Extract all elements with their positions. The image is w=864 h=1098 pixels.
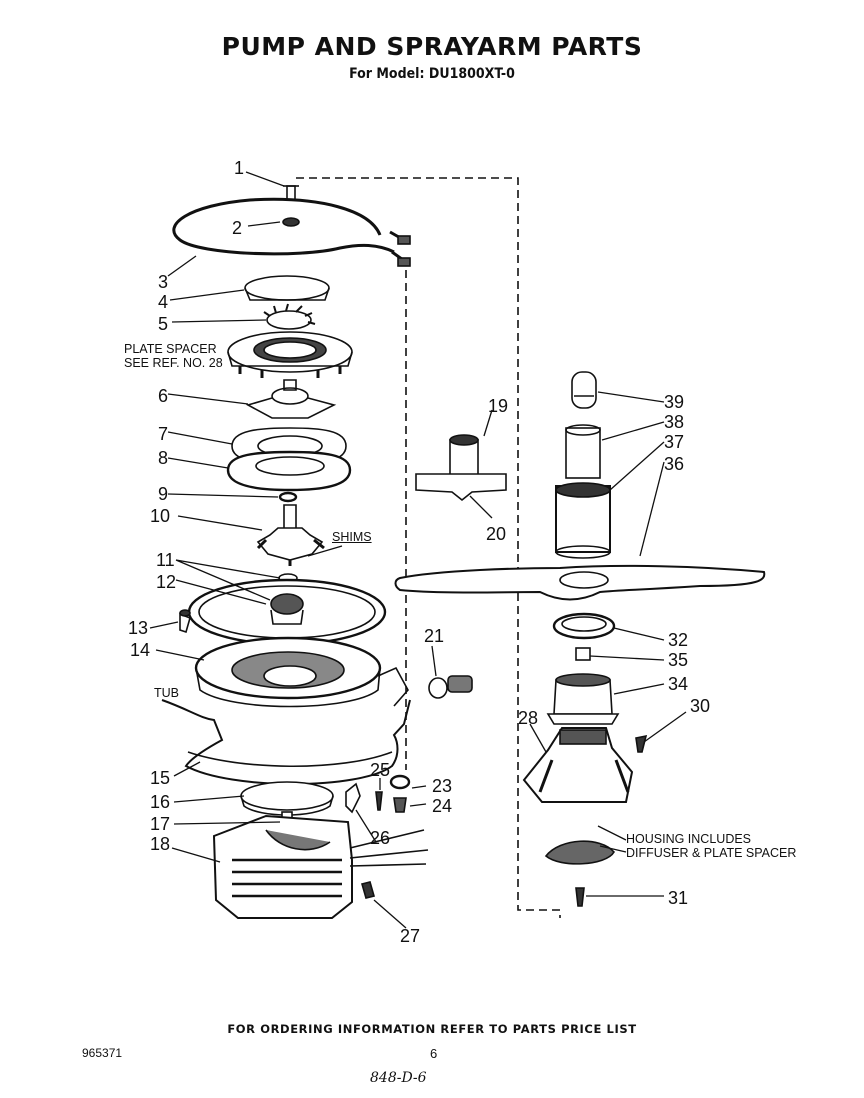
callout-9: 9 — [158, 484, 168, 504]
callout-37: 37 — [664, 432, 684, 452]
page-title: PUMP AND SPRAYARM PARTS — [221, 32, 643, 61]
part-36-37 — [555, 482, 611, 559]
callout-32: 32 — [668, 630, 688, 650]
callout-4: 4 — [158, 292, 168, 312]
callout-numbers: 1 2 3 4 5 6 7 8 9 10 11 12 13 14 15 16 1… — [128, 158, 710, 946]
callout-30: 30 — [690, 696, 710, 716]
part-clamp-21 — [428, 675, 473, 699]
model-subtitle: For Model: DU1800XT-0 — [349, 66, 515, 82]
part-6 — [245, 379, 337, 419]
callout-23: 23 — [432, 776, 452, 796]
callout-26: 26 — [370, 828, 390, 848]
part-screw-25 — [375, 791, 383, 811]
callout-38: 38 — [664, 412, 684, 432]
assembly-line-right — [296, 177, 561, 918]
callout-6: 6 — [158, 386, 168, 406]
shims-label: SHIMS — [332, 530, 372, 544]
callout-36: 36 — [664, 454, 684, 474]
callout-8: 8 — [158, 448, 168, 468]
part-plate-spacer — [227, 331, 353, 378]
part-bracket-26 — [345, 782, 361, 814]
plate-spacer-line1: PLATE SPACER — [124, 342, 217, 356]
ordering-info: FOR ORDERING INFORMATION REFER TO PARTS … — [227, 1022, 637, 1036]
callout-19: 19 — [488, 396, 508, 416]
callout-21: 21 — [424, 626, 444, 646]
leader-lines — [149, 171, 687, 929]
part-32 — [552, 612, 616, 640]
callout-25: 25 — [370, 760, 390, 780]
callout-34: 34 — [668, 674, 688, 694]
plate-spacer-line2: SEE REF. NO. 28 — [124, 356, 223, 370]
callout-28: 28 — [518, 708, 538, 728]
callout-5: 5 — [158, 314, 168, 334]
part-grommet-23 — [389, 774, 411, 790]
housing-line2: DIFFUSER & PLATE SPACER — [626, 846, 797, 860]
callout-35: 35 — [668, 650, 688, 670]
callout-20: 20 — [486, 524, 506, 544]
callout-17: 17 — [150, 814, 170, 834]
callout-1: 1 — [234, 158, 244, 178]
part-diffuser — [544, 840, 615, 865]
callout-3: 3 — [158, 272, 168, 292]
callout-31: 31 — [668, 888, 688, 908]
handwritten-note: 848-D-6 — [370, 1070, 427, 1086]
plate-spacer-note: PLATE SPACER SEE REF. NO. 28 — [124, 342, 223, 370]
part-seal-ring-11-12 — [187, 573, 387, 646]
motor-wires — [349, 829, 429, 867]
callout-39: 39 — [664, 392, 684, 412]
part-shaft-10 — [256, 504, 325, 566]
part-heating-element-3 — [172, 197, 395, 256]
part-lower-sprayarm — [394, 564, 766, 601]
part-screw-13 — [179, 609, 191, 634]
part-screw-30 — [635, 734, 648, 753]
callout-27: 27 — [400, 926, 420, 946]
tub-label: TUB — [154, 686, 179, 700]
part-washer-2 — [282, 217, 300, 227]
part-screw-24 — [393, 797, 407, 813]
callout-16: 16 — [150, 792, 170, 812]
part-plate-8 — [226, 450, 352, 492]
part-housing-14 — [194, 636, 409, 708]
callout-11: 11 — [156, 550, 175, 570]
callout-15: 15 — [150, 768, 170, 788]
document-number: 965371 — [82, 1046, 123, 1060]
part-seal-9 — [278, 491, 298, 503]
housing-line1: HOUSING INCLUDES — [626, 832, 752, 846]
callout-14: 14 — [130, 640, 150, 660]
callout-18: 18 — [150, 834, 170, 854]
callout-2: 2 — [232, 218, 242, 238]
part-38 — [565, 424, 601, 479]
housing-note: HOUSING INCLUDES DIFFUSER & PLATE SPACER — [626, 832, 796, 860]
part-tub-section — [161, 699, 411, 785]
part-impeller-5 — [263, 303, 316, 330]
part-34 — [546, 673, 620, 725]
part-housing-28 — [522, 727, 634, 803]
callout-24: 24 — [432, 796, 452, 816]
part-35 — [575, 647, 591, 661]
callout-12: 12 — [156, 572, 176, 592]
part-plate-16 — [240, 781, 334, 816]
part-motor-18 — [212, 814, 353, 919]
callout-7: 7 — [158, 424, 168, 444]
part-screw-1 — [283, 185, 299, 201]
callout-13: 13 — [128, 618, 148, 638]
part-screw-27 — [361, 881, 375, 899]
part-cover-4 — [244, 275, 330, 301]
part-19-20 — [415, 434, 507, 502]
part-39 — [571, 371, 597, 409]
page-number: 6 — [430, 1046, 438, 1061]
callout-10: 10 — [150, 506, 170, 526]
diagram-art — [149, 171, 766, 929]
part-screw-31 — [575, 887, 585, 907]
